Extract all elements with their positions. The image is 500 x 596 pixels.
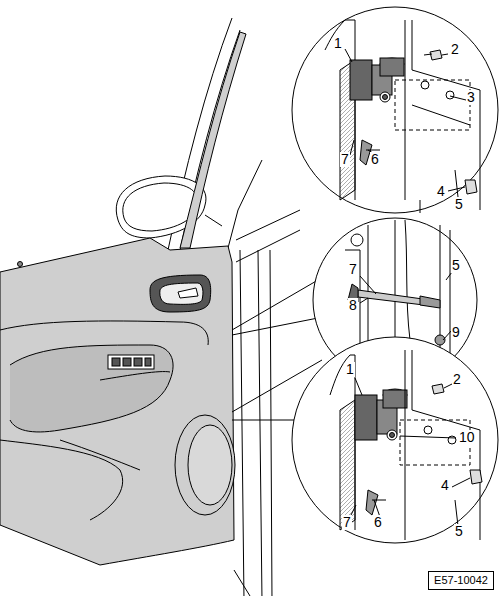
callout-number: 8: [348, 298, 358, 313]
figure-id-box: E57-10042: [428, 571, 494, 590]
callout-number: 10: [458, 430, 476, 445]
callout-number: 7: [340, 152, 350, 167]
callout-number: 9: [451, 325, 461, 340]
callout-number: 1: [333, 36, 343, 51]
callout-number: 4: [436, 184, 446, 199]
callout-number: 6: [370, 152, 380, 167]
callout-number: 7: [342, 515, 352, 530]
callout-number: 2: [452, 372, 462, 387]
callout-number: 6: [373, 515, 383, 530]
callout-number: 4: [440, 478, 450, 493]
callout-number: 2: [450, 42, 460, 57]
callout-number: 5: [454, 524, 464, 539]
callout-number: 1: [345, 362, 355, 377]
callout-number: 3: [466, 90, 476, 105]
callout-number: 7: [348, 262, 358, 277]
figure-id: E57-10042: [434, 574, 488, 587]
callout-number: 5: [451, 258, 461, 273]
callout-number: 5: [454, 197, 464, 212]
